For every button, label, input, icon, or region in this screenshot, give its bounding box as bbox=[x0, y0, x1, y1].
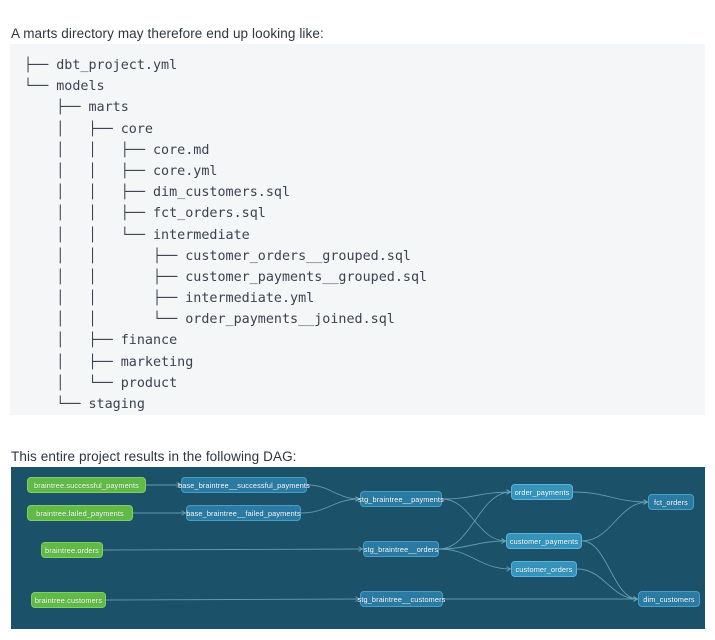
code-line: │ ├── marketing bbox=[24, 354, 194, 370]
dag-node-stg_braintree_payments[interactable]: stg_braintree__payments bbox=[358, 491, 444, 507]
code-line: │ │ ├── customer_payments__grouped.sql bbox=[24, 269, 428, 285]
dag-edge-arrow bbox=[501, 538, 507, 544]
directory-tree-lines: ├── dbt_project.yml└── models ├── marts … bbox=[24, 55, 691, 415]
dag-edge-stg_braintree_orders-to-customer_payments bbox=[438, 540, 507, 550]
dag-edge-arrow bbox=[643, 499, 649, 505]
dag-edge-base_braintree_successful_payments-to-stg_braintree_payments bbox=[306, 484, 361, 500]
dag-edge-arrow bbox=[506, 489, 512, 495]
dag-edge-stg_braintree_orders-to-customer_orders bbox=[438, 548, 512, 570]
code-line: │ │ ├── customer_orders__grouped.sql bbox=[24, 248, 411, 264]
dag-edge-arrow bbox=[358, 546, 364, 552]
dag-edge-stg_braintree_payments-to-order_payments bbox=[441, 491, 512, 500]
code-line: └── models bbox=[24, 79, 105, 95]
code-line: │ │ ├── core.yml bbox=[24, 163, 218, 179]
dag-node-customer_payments[interactable]: customer_payments bbox=[506, 533, 582, 549]
dag-diagram: braintree.successful_payments braintree.f… bbox=[11, 467, 705, 629]
dag-node-braintree_successful_payments[interactable]: braintree.successful_payments bbox=[27, 477, 146, 493]
dag-caption: This entire project results in the follo… bbox=[11, 448, 297, 464]
dag-edge-braintree_orders-to-stg_braintree_orders bbox=[102, 548, 364, 551]
dag-node-customer_orders[interactable]: customer_orders bbox=[511, 561, 577, 577]
dag-edge-braintree_customers-to-stg_braintree_customers bbox=[105, 598, 361, 601]
code-line: │ └── product bbox=[24, 375, 178, 391]
dag-node-dim_customers[interactable]: dim_customers bbox=[638, 591, 700, 607]
dag-node-base_braintree_successful_payments[interactable]: base_braintree__successful_payments bbox=[178, 477, 310, 493]
code-line: │ │ ├── dim_customers.sql bbox=[24, 185, 291, 201]
dag-edge-customer_payments-to-dim_customers bbox=[581, 540, 639, 600]
code-line: └── staging bbox=[24, 397, 145, 412]
dag-node-braintree_customers[interactable]: braintree.customers bbox=[31, 592, 106, 608]
dag-node-fct_orders[interactable]: fct_orders bbox=[648, 494, 694, 510]
dag-edge-customer_orders-to-dim_customers bbox=[576, 568, 639, 600]
dag-edge-arrow bbox=[633, 596, 639, 602]
code-line: │ │ └── intermediate bbox=[24, 227, 250, 243]
dag-node-stg_braintree_customers[interactable]: stg_braintree__customers bbox=[358, 591, 445, 607]
dag-edge-arrow bbox=[176, 482, 182, 488]
dag-edge-arrow bbox=[181, 510, 187, 516]
intro-paragraph: A marts directory may therefore end up l… bbox=[11, 25, 324, 41]
code-line: │ ├── finance bbox=[24, 333, 178, 349]
dag-node-base_braintree_failed_payments[interactable]: base_braintree__failed_payments bbox=[186, 505, 301, 521]
dag-node-braintree_failed_payments[interactable]: braintree.failed_payments bbox=[27, 505, 133, 521]
dag-node-order_payments[interactable]: order_payments bbox=[511, 484, 573, 500]
dag-edge-base_braintree_failed_payments-to-stg_braintree_payments bbox=[300, 498, 361, 514]
dag-edge-arrow bbox=[355, 496, 361, 502]
code-line: │ │ └── order_payments__joined.sql bbox=[24, 312, 395, 328]
dag-node-braintree_orders[interactable]: braintree.orders bbox=[41, 542, 103, 558]
code-line: ├── marts bbox=[24, 100, 129, 116]
dag-edge-stg_braintree_payments-to-customer_payments bbox=[441, 498, 507, 542]
dag-edges bbox=[102, 482, 649, 602]
dag-edge-arrow bbox=[355, 596, 361, 602]
dag-edge-order_payments-to-fct_orders bbox=[572, 491, 649, 503]
code-line: │ ├── core bbox=[24, 121, 153, 137]
dag-edge-arrow bbox=[506, 566, 512, 572]
code-line: │ │ ├── core.md bbox=[24, 142, 210, 158]
code-line: │ │ ├── intermediate.yml bbox=[24, 291, 315, 307]
code-line: │ │ ├── fct_orders.sql bbox=[24, 206, 266, 222]
code-line: ├── dbt_project.yml bbox=[24, 58, 178, 73]
directory-tree-code-block: ├── dbt_project.yml└── models ├── marts … bbox=[10, 44, 705, 415]
dag-node-stg_braintree_orders[interactable]: stg_braintree__orders bbox=[363, 541, 439, 557]
dag-edge-stg_braintree_orders-to-order_payments bbox=[438, 491, 512, 550]
dag-edge-customer_payments-to-fct_orders bbox=[581, 501, 649, 542]
